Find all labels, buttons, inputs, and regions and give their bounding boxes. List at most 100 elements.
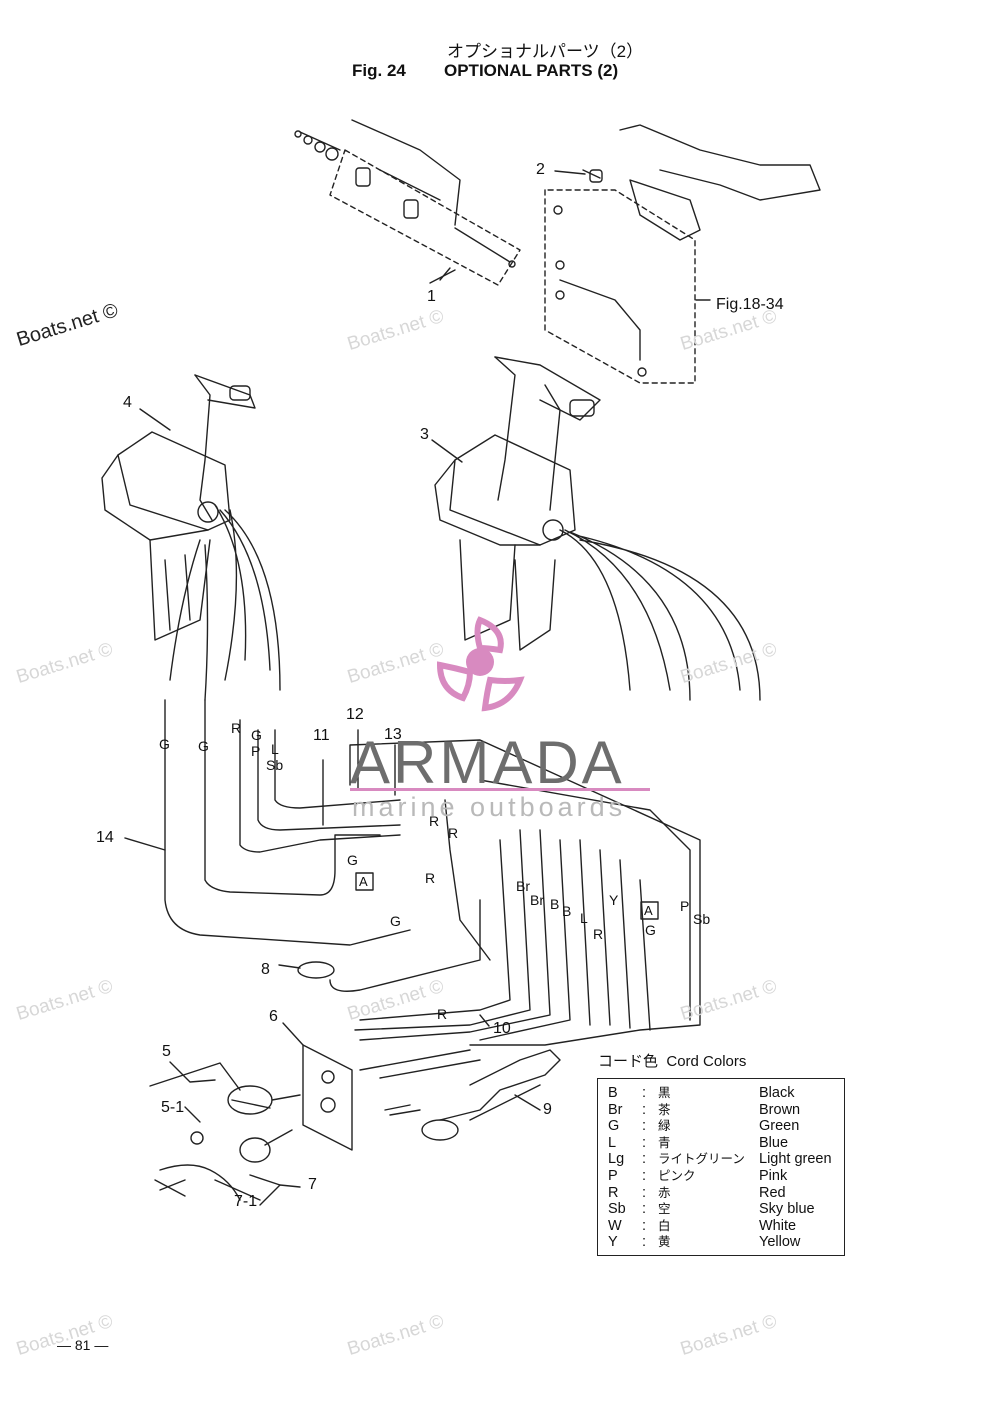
japanese-cell: ライトグリーン [658, 1152, 745, 1167]
separator-cell: : [642, 1217, 647, 1234]
wire-label: R [437, 1006, 448, 1022]
brand-name: ARMADA [350, 729, 625, 796]
english-cell: Sky blue [759, 1201, 815, 1218]
figure-title: Fig. 24 OPTIONAL PARTS (2) [352, 61, 618, 81]
wire-label: Br [530, 892, 544, 908]
part-number-label: 4 [123, 394, 132, 411]
wiring-harness-drawing [164, 699, 701, 1079]
wire-label: G [347, 852, 358, 868]
english-cell: White [759, 1217, 797, 1234]
code-cell: W [608, 1217, 622, 1234]
table-row: P: ピンク Pink [598, 1168, 845, 1185]
wire-label: Sb [693, 911, 711, 927]
english-cell: Green [759, 1118, 800, 1135]
english-cell: Pink [759, 1167, 788, 1184]
cord-colors-title-en: Cord Colors [666, 1053, 747, 1070]
part-4-drawing [101, 374, 281, 701]
table-row: B: 黒 Black [598, 1079, 845, 1102]
english-cell: Black [759, 1085, 795, 1101]
japanese-cell: 青 [658, 1135, 671, 1150]
separator-cell: : [642, 1201, 647, 1218]
japanese-cell: 茶 [658, 1102, 671, 1117]
part-number-label: 10 [493, 1020, 511, 1037]
code-cell: B [608, 1085, 618, 1101]
english-cell: Brown [759, 1101, 801, 1118]
part-2-drawing [544, 124, 821, 384]
wire-label: P [680, 898, 690, 914]
switch-panel-drawing [154, 1044, 353, 1201]
part-number-label: 5 [162, 1043, 171, 1060]
figure-number: Fig. 24 [352, 61, 406, 80]
reference-label: Fig.18-34 [716, 296, 784, 313]
japanese-cell: 赤 [658, 1185, 671, 1200]
wire-label: Sb [266, 757, 284, 773]
brand-tagline: marine outboards [352, 792, 627, 822]
part-number-label: 5-1 [161, 1099, 185, 1116]
part-number-label: 2 [536, 161, 545, 178]
japanese-cell: 空 [658, 1202, 671, 1217]
part-number-label: 1 [427, 288, 436, 305]
english-cell: Red [759, 1184, 786, 1201]
leader-lines [124, 170, 659, 1206]
code-cell: Br [608, 1101, 623, 1118]
wire-label: R [593, 926, 604, 942]
code-cell: G [608, 1118, 620, 1135]
wire-label: R [425, 870, 436, 886]
wire-label: B [550, 896, 560, 912]
propeller-logo-icon [436, 616, 525, 712]
english-cell: Yellow [759, 1234, 801, 1251]
part-number-label: 6 [269, 1008, 278, 1025]
wire-label: G [198, 738, 209, 754]
japanese-cell: 黒 [658, 1086, 671, 1100]
part-9-drawing [384, 1049, 561, 1141]
part-number-label: 12 [346, 706, 364, 723]
table-row: Sb: 空 Sky blue [598, 1201, 845, 1218]
part-number-label: 13 [384, 726, 402, 743]
part-number-label: 14 [96, 829, 114, 846]
brand-underline [350, 788, 650, 791]
wire-label: Br [516, 878, 530, 894]
wire-label: R [448, 825, 459, 841]
connector-mark: A [644, 903, 653, 918]
part-number-label: 11 [313, 727, 330, 744]
wire-label: R [429, 813, 440, 829]
code-cell: Sb [608, 1201, 626, 1218]
english-cell: Light green [759, 1151, 832, 1168]
wire-label: P [251, 743, 261, 759]
separator-cell: : [642, 1085, 647, 1101]
part-3-drawing [434, 356, 761, 701]
english-cell: Blue [759, 1134, 789, 1151]
separator-cell: : [642, 1167, 647, 1184]
code-cell: P [608, 1167, 618, 1184]
part-number-label: 7 [308, 1176, 317, 1193]
table-row: R: 赤 Red [598, 1185, 845, 1202]
japanese-cell: ピンク [658, 1168, 696, 1183]
wire-label: G [390, 913, 401, 929]
separator-cell: : [642, 1234, 647, 1251]
wire-label: G [159, 736, 170, 752]
part-number-label: 9 [543, 1101, 552, 1118]
separator-cell: : [642, 1118, 647, 1135]
code-cell: Lg [608, 1151, 625, 1168]
cord-colors-title: コード色 Cord Colors [598, 1050, 746, 1071]
table-row: Lg: ライトグリーン Light green [598, 1151, 845, 1168]
japanese-cell: 白 [658, 1218, 671, 1233]
code-cell: L [608, 1134, 617, 1151]
separator-cell: : [642, 1151, 647, 1168]
part-number-label: 7-1 [234, 1193, 258, 1210]
code-cell: R [608, 1184, 619, 1201]
figure-title-english: OPTIONAL PARTS (2) [444, 61, 619, 80]
table-row: G: 緑 Green [598, 1118, 845, 1135]
japanese-cell: 緑 [658, 1119, 671, 1134]
separator-cell: : [642, 1184, 647, 1201]
wire-label: L [580, 910, 588, 926]
table-row: W: 白 White [598, 1218, 845, 1235]
cord-colors-title-jp: コード色 [598, 1053, 659, 1070]
code-cell: Y [608, 1234, 618, 1251]
wire-label: B [562, 903, 572, 919]
part-number-label: 3 [420, 426, 429, 443]
connector-mark: A [359, 874, 368, 889]
